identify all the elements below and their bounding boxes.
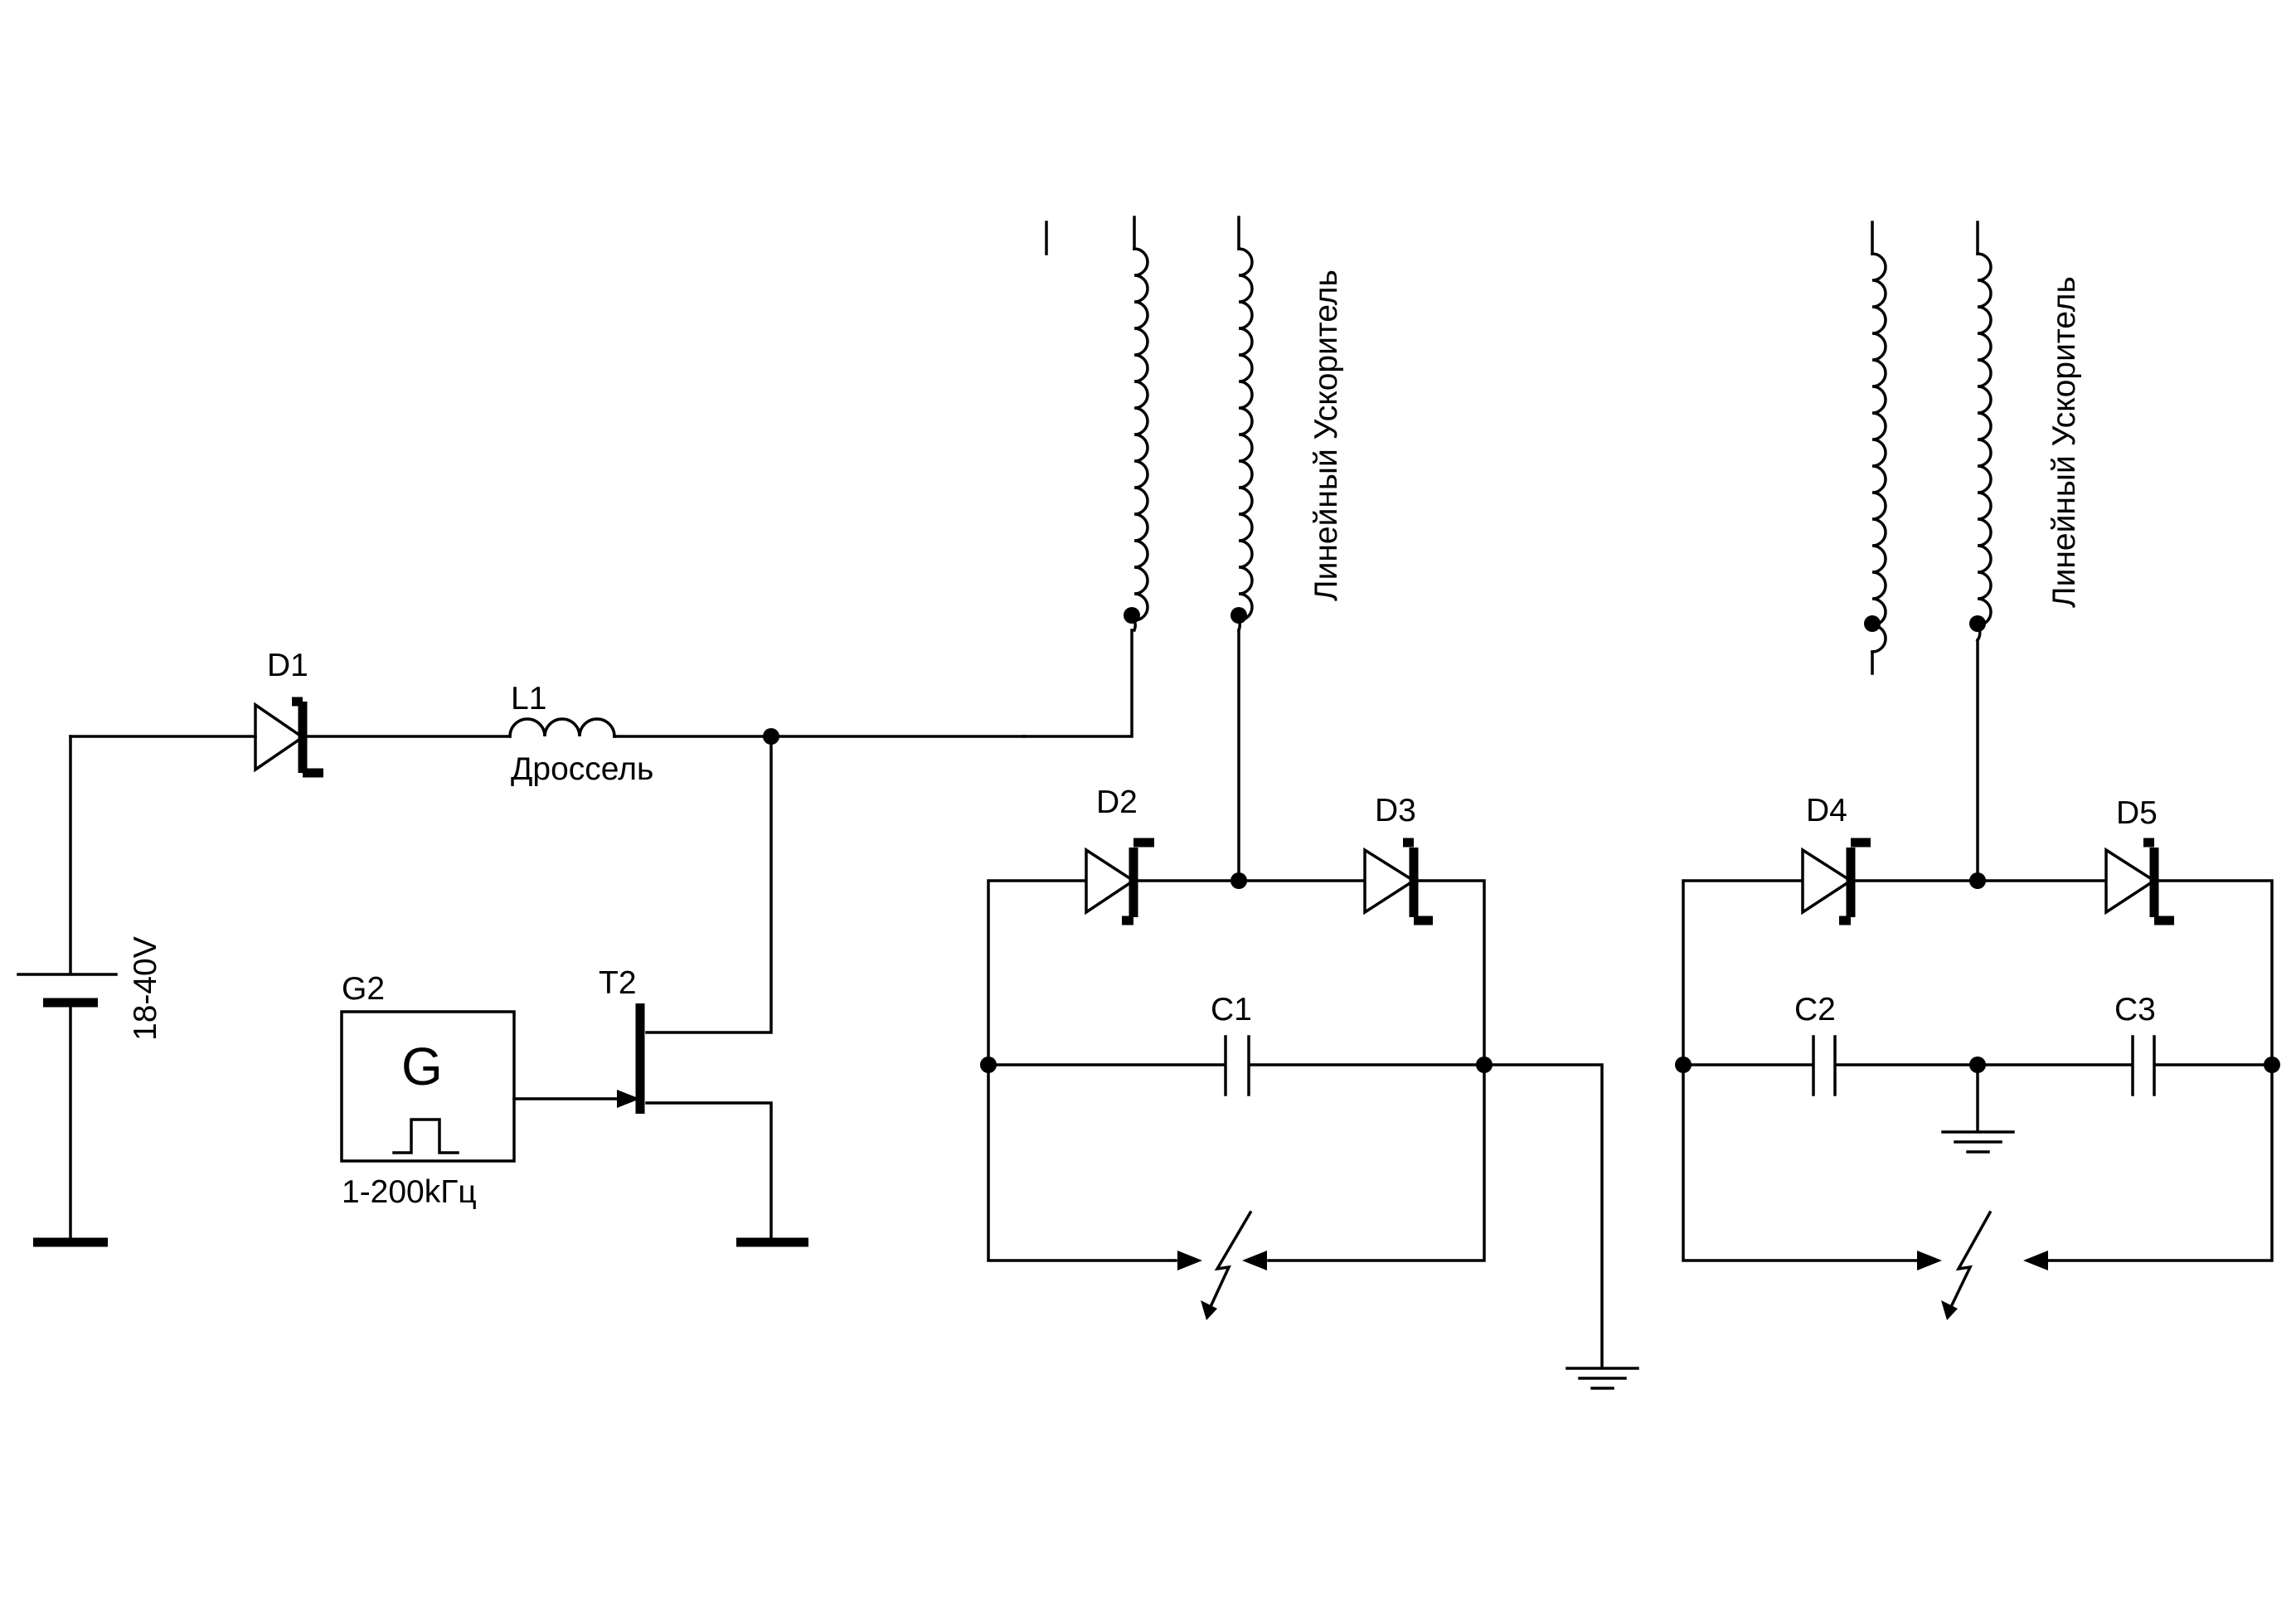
d2-label: D2 <box>1096 784 1138 820</box>
accelerator-1-label: Линейный Ускоритель <box>1308 270 1344 601</box>
wire-node-t2 <box>645 735 773 1034</box>
battery-voltage-label: 18-40V <box>128 936 163 1041</box>
capacitor-c2 <box>1682 1035 1979 1096</box>
junction-c2-left <box>1675 1057 1692 1073</box>
spark-gap-2 <box>1917 1210 2048 1320</box>
inductor-l1 <box>508 717 616 738</box>
c2-label: C2 <box>1794 992 1836 1027</box>
accelerator-1-coil-a <box>1124 216 1149 633</box>
module1-top-rail <box>987 879 1486 1262</box>
diode-d5 <box>2104 838 2174 925</box>
battery-18-40v <box>17 735 118 1247</box>
accelerator-1-coil-b <box>1231 216 1254 882</box>
diode-d3 <box>1363 838 1433 925</box>
accelerator-2-coil-a <box>1045 221 1887 675</box>
transistor-t2 <box>635 1003 808 1247</box>
diode-d4 <box>1801 838 1871 925</box>
spark-gap-1 <box>1177 1210 1267 1320</box>
ground-module2 <box>1941 1063 2015 1154</box>
d1-label: D1 <box>267 648 308 683</box>
generator-g2 <box>340 1010 516 1163</box>
g2-freq-label: 1-200kГц <box>342 1174 477 1210</box>
d5-label: D5 <box>2116 795 2158 831</box>
t2-label: T2 <box>599 965 637 1001</box>
c3-label: C3 <box>2114 992 2156 1027</box>
capacitor-c1 <box>980 1035 1493 1096</box>
junction-c3-right <box>2264 1057 2280 1073</box>
junction-d2-d3 <box>1231 872 1247 889</box>
accelerator-2-coil-b <box>1969 221 1993 882</box>
d4-label: D4 <box>1806 793 1847 828</box>
l1-desc-label: Дроссель <box>511 751 653 787</box>
diode-d2 <box>1085 838 1154 925</box>
capacitor-c3 <box>1976 1035 2274 1096</box>
accelerator-2-label: Линейный Ускоритель <box>2046 276 2082 608</box>
wire-node-accel1-coil <box>1022 629 1133 738</box>
l1-label: L1 <box>511 681 546 716</box>
d3-label: D3 <box>1375 793 1416 828</box>
arrow-t2-base <box>617 1090 640 1108</box>
g2-symbol: G <box>401 1037 443 1096</box>
g2-label: G2 <box>342 971 385 1007</box>
c1-label: C1 <box>1211 992 1252 1027</box>
junction-d4-d5 <box>1969 872 1986 889</box>
ground-module1 <box>1483 1063 1639 1390</box>
